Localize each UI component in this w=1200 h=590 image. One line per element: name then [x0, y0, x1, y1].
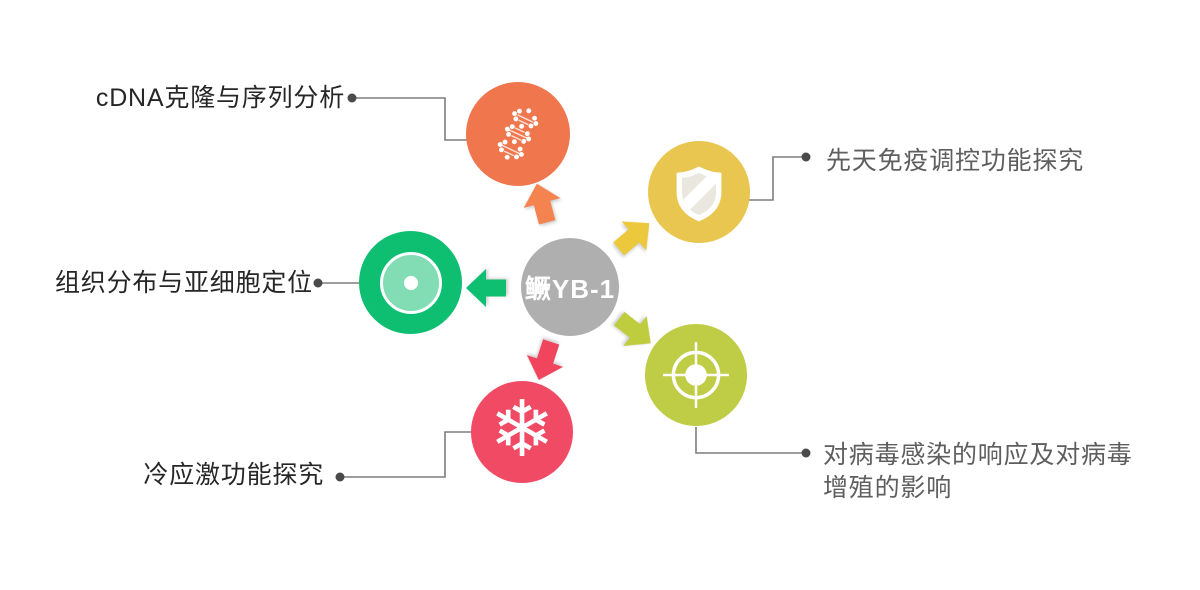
- cell-nucleus-dot: [403, 275, 418, 290]
- connector-dot-cold: [335, 472, 345, 482]
- connector-dot-virus: [801, 448, 811, 458]
- node-center-circle: 鳜YB-1: [521, 238, 619, 336]
- label-tissue: 组织分布与亚细胞定位: [54, 269, 313, 297]
- connector-virus: [695, 427, 806, 454]
- connector-cold: [341, 431, 473, 478]
- connector-dot-cdna: [347, 93, 357, 103]
- dna-icon: [497, 108, 539, 160]
- arrow-tissue: [466, 269, 506, 307]
- arrow-cdna: [523, 183, 561, 225]
- node-cdna-circle: [466, 82, 570, 186]
- connector-dot-tissue: [313, 278, 323, 288]
- label-cdna: cDNA克隆与序列分析: [95, 84, 345, 112]
- crosshair-icon: [663, 342, 729, 408]
- label-cold: 冷应激功能探究: [143, 461, 324, 489]
- shield-icon: [676, 166, 722, 222]
- center-label: 鳜YB-1: [524, 273, 616, 304]
- label-virus: 对病毒感染的响应及对病毒增殖的影响: [823, 441, 1133, 502]
- arrow-immune: [613, 221, 650, 256]
- snowflake-icon: ❄: [489, 385, 555, 475]
- connector-dot-immune: [801, 152, 811, 162]
- label-immune: 先天免疫调控功能探究: [826, 147, 1085, 175]
- arrow-cold: [526, 339, 564, 381]
- node-cold-circle: ❄: [471, 381, 573, 483]
- cell-icon: [379, 251, 442, 314]
- node-virus-circle: [645, 324, 747, 426]
- node-immune-circle: [648, 141, 750, 243]
- connector-immune: [749, 156, 806, 201]
- arrow-virus: [614, 311, 651, 346]
- node-tissue-circle: [359, 231, 462, 334]
- connector-cdna: [352, 97, 468, 141]
